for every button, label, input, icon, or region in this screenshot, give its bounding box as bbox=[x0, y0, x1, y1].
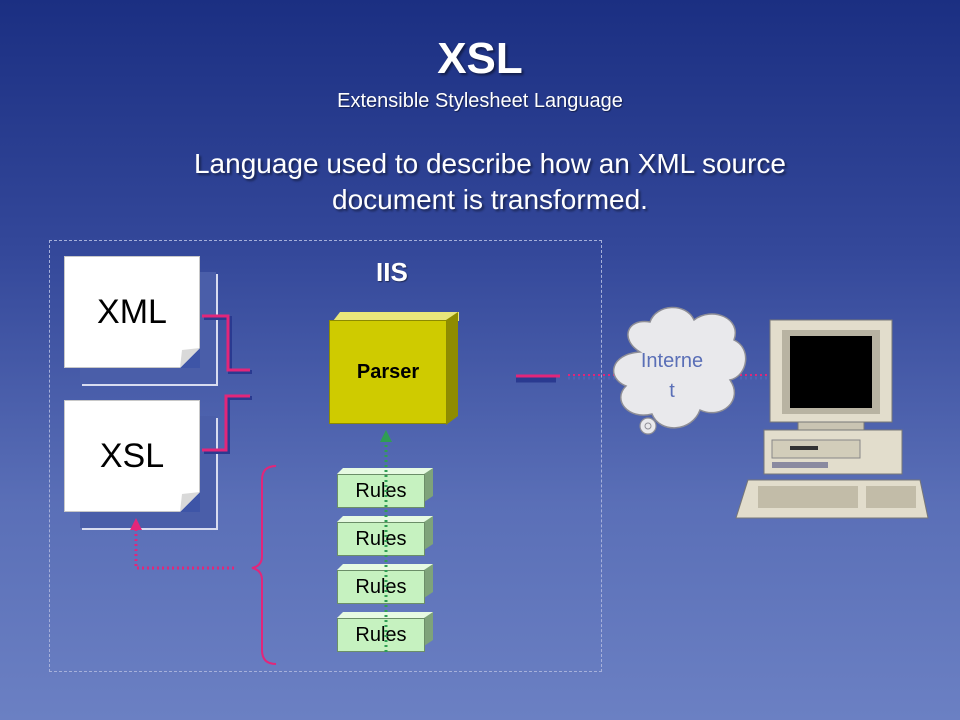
rule-label: Rules bbox=[355, 479, 407, 502]
slide-subtitle: Extensible Stylesheet Language bbox=[337, 90, 623, 112]
iis-boundary bbox=[49, 240, 602, 672]
parser-to-internet-arrow bbox=[516, 374, 622, 383]
xml-to-parser-connector bbox=[202, 314, 252, 374]
rule-1-side bbox=[424, 468, 433, 502]
xml-document-label: XML bbox=[97, 292, 167, 331]
rule-label: Rules bbox=[355, 575, 407, 598]
rule-card: Rules bbox=[337, 522, 425, 556]
rule-3-side bbox=[424, 564, 433, 598]
rule-label: Rules bbox=[355, 527, 407, 550]
xsl-document-page bbox=[64, 400, 200, 512]
internet-label-line2: t bbox=[669, 380, 675, 402]
xsl-document-icon: XSL bbox=[64, 400, 200, 512]
slide-title: XSL bbox=[437, 34, 523, 83]
rule-label: Rules bbox=[355, 623, 407, 646]
xml-document-icon: XML bbox=[64, 256, 200, 368]
rules-to-xsl-arrow bbox=[130, 518, 234, 570]
rule-4-side bbox=[424, 612, 433, 646]
rule-card: Rules bbox=[337, 474, 425, 508]
rule-card: Rules bbox=[337, 570, 425, 604]
xsl-document-label: XSL bbox=[99, 436, 165, 475]
rules-brace bbox=[251, 465, 277, 665]
cloud-icon bbox=[612, 306, 747, 435]
rule-2-top bbox=[337, 516, 433, 522]
slide-description: Language used to describe how an XML sou… bbox=[193, 148, 787, 215]
rule-card: Rules bbox=[337, 618, 425, 652]
xml-document-fold bbox=[180, 348, 200, 368]
xsl-to-parser-connector bbox=[202, 394, 252, 454]
parser-box: Parser bbox=[329, 320, 447, 424]
rules-to-parser-arrow bbox=[380, 430, 392, 652]
xml-document-page bbox=[64, 256, 200, 368]
parser-top-face bbox=[333, 312, 459, 321]
internet-label: Interne t bbox=[627, 346, 717, 406]
parser-label: Parser bbox=[356, 360, 420, 383]
iis-label: IIS bbox=[376, 257, 408, 287]
rule-2-side bbox=[424, 516, 433, 550]
internet-label-line1: Interne bbox=[640, 350, 704, 372]
xsl-document-fold bbox=[180, 492, 200, 512]
computer-icon bbox=[735, 319, 929, 519]
parser-side-face bbox=[446, 312, 458, 425]
